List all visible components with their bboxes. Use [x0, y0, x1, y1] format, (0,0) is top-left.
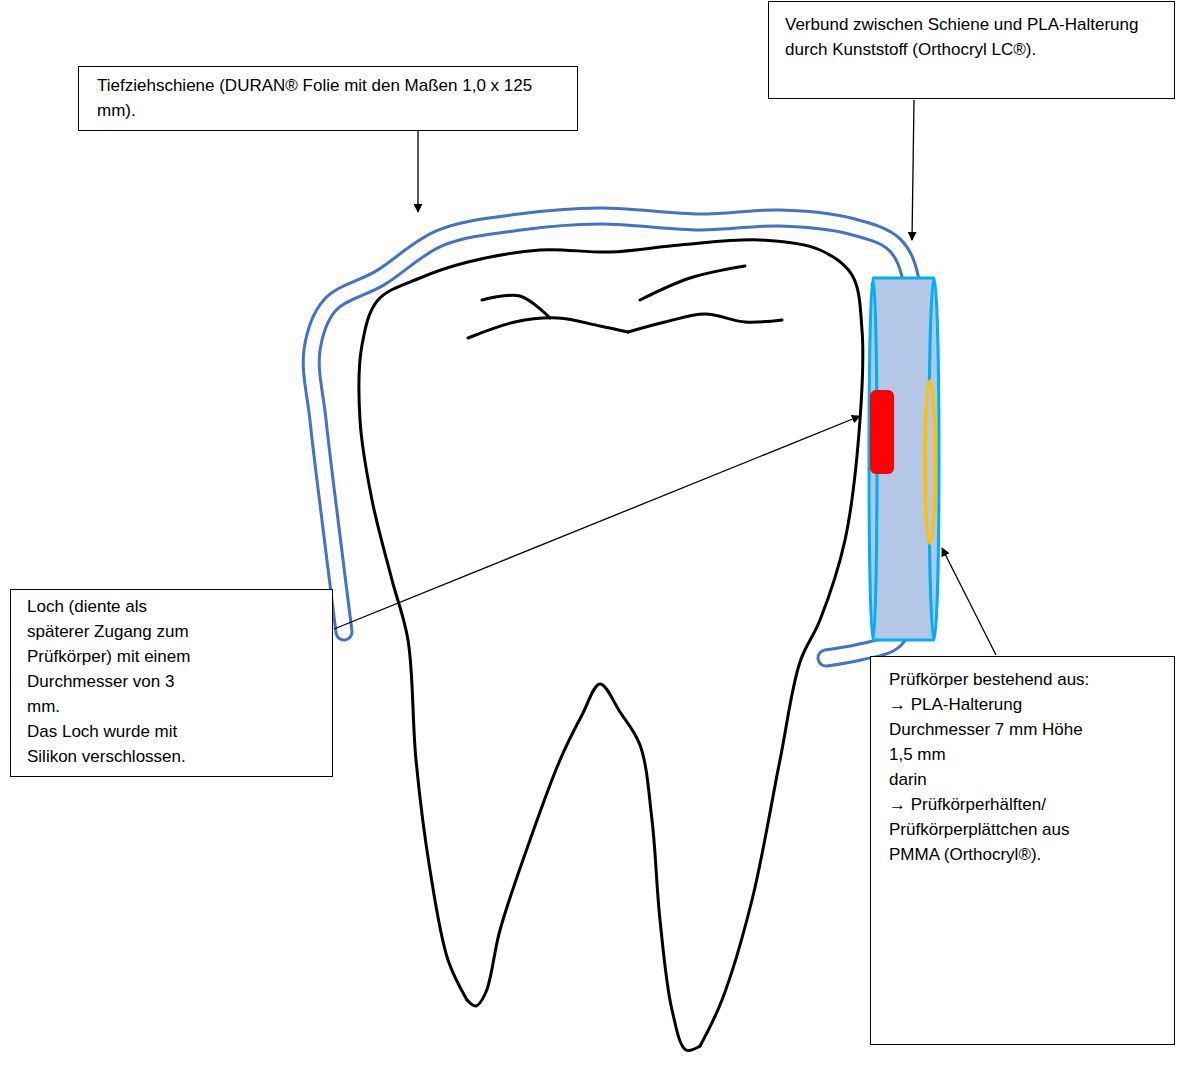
callout-text: Verbund zwischen Schiene und PLA-Halteru… — [785, 12, 1165, 62]
specimen-edge — [873, 639, 934, 642]
silicone-hole — [870, 390, 894, 474]
leader-lines — [334, 100, 996, 655]
specimen — [869, 278, 939, 640]
tooth-outline — [628, 314, 782, 332]
tooth-outline — [482, 295, 550, 318]
callout-text: Tiefziehschiene (DURAN® Folie mit den Ma… — [97, 73, 567, 123]
callout-box: Verbund zwischen Schiene und PLA-Halteru… — [768, 1, 1175, 99]
specimen-edge — [873, 277, 934, 280]
callout-box: Tiefziehschiene (DURAN® Folie mit den Ma… — [78, 66, 578, 131]
leader-arrow — [334, 416, 860, 629]
leader-arrow — [942, 548, 996, 655]
splint-inside — [311, 216, 915, 658]
callout-text: → PLA-Halterung Durchmesser 7 mm Höhe 1,… — [889, 692, 1109, 767]
tooth-outline — [468, 318, 628, 338]
tooth-outline — [359, 240, 863, 1046]
callout-text: darin — [889, 767, 1109, 792]
callout-text: Loch (diente als späterer Zugang zum Prü… — [27, 594, 205, 719]
tooth — [359, 240, 863, 1051]
splint — [311, 216, 915, 658]
callout-box: Loch (diente als späterer Zugang zum Prü… — [10, 589, 333, 777]
pmma-plates-inner — [927, 386, 933, 538]
callout-box: Prüfkörper bestehend aus:→ PLA-Halterung… — [870, 656, 1175, 1045]
callout-text: Prüfkörper bestehend aus: — [889, 667, 1109, 692]
leader-arrow — [417, 131, 418, 212]
callout-text: → Prüfkörperhälften/ Prüfkörperplättchen… — [889, 792, 1109, 867]
splint-outline — [311, 216, 915, 658]
tooth-outline — [640, 266, 745, 300]
leader-arrow — [912, 100, 914, 240]
callout-text: Das Loch wurde mit Silikon verschlossen. — [27, 719, 205, 769]
tooth-outline — [467, 684, 700, 1050]
pmma-plates — [924, 380, 936, 544]
